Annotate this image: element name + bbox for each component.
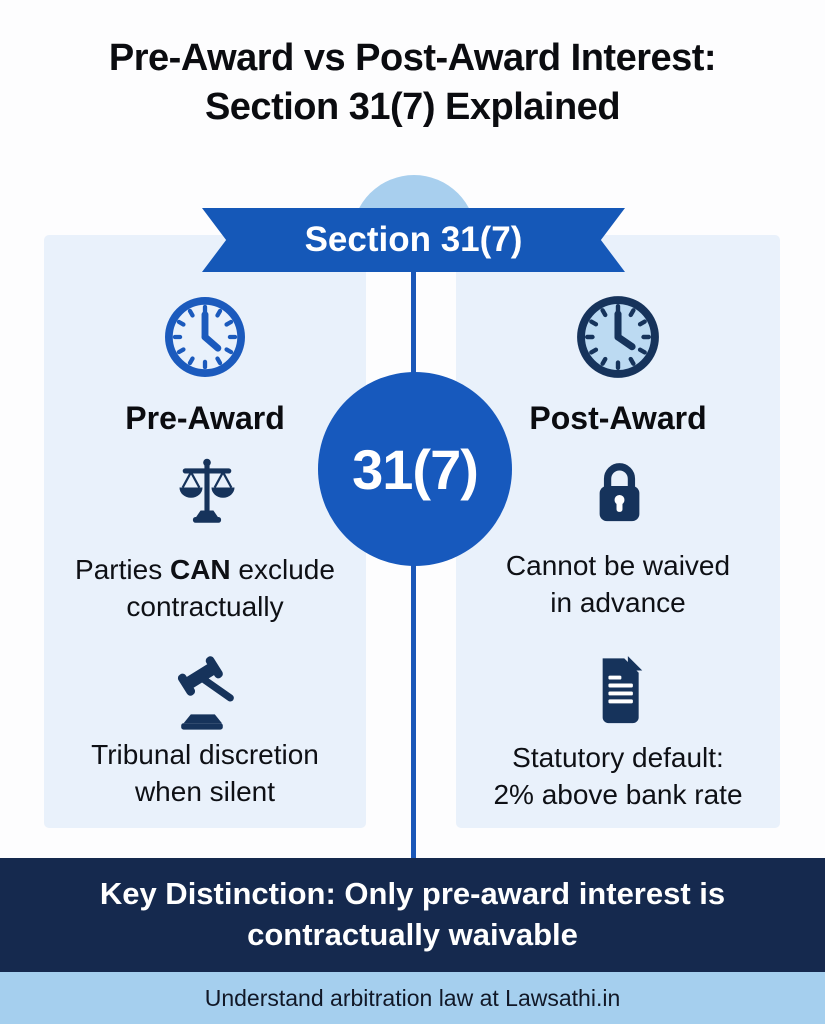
post-award-point-2: Statutory default: 2% above bank rate [428, 740, 808, 814]
padlock-icon [593, 456, 646, 531]
footer-text: Understand arbitration law at Lawsathi.i… [204, 984, 621, 1011]
post-award-heading: Post-Award [438, 400, 798, 437]
key-distinction-line1: Key Distinction: Only pre-award interest… [99, 876, 726, 912]
key-distinction-bar: Key Distinction: Only pre-award interest… [0, 858, 825, 972]
page-title-line1: Pre-Award vs Post-Award Interest: [108, 37, 717, 79]
point-text: Statutory default: [512, 742, 724, 773]
point-text: when silent [134, 775, 276, 807]
clock-icon [574, 293, 662, 386]
pre-award-point-2: Tribunal discretion when silent [15, 737, 395, 811]
section-badge-circle: 31(7) [318, 372, 512, 566]
document-icon [592, 654, 645, 731]
ribbon-label: Section 31(7) [304, 220, 523, 259]
point-text: in advance [550, 586, 686, 618]
page-title-line2: Section 31(7) Explained [204, 86, 621, 129]
page-title: Pre-Award vs Post-Award Interest: Sectio… [0, 34, 825, 133]
post-award-point-1: Cannot be waived in advance [428, 548, 808, 622]
clock-icon [162, 294, 248, 385]
key-distinction-line2: contractually waivable [247, 917, 578, 952]
point-text: Tribunal discretion [91, 739, 319, 770]
point-text: contractually [126, 590, 284, 622]
pre-award-heading-label: Pre-Award [125, 400, 285, 436]
point-text: exclude [230, 554, 335, 585]
gavel-icon [170, 652, 250, 737]
pre-award-heading: Pre-Award [25, 400, 385, 437]
scales-of-justice-icon [175, 456, 239, 533]
point-text: Cannot be waived [505, 550, 731, 581]
post-award-heading-label: Post-Award [529, 400, 707, 436]
section-ribbon-banner: Section 31(7) [202, 208, 625, 272]
point-text-bold: CAN [169, 554, 231, 585]
footer-bar: Understand arbitration law at Lawsathi.i… [0, 972, 825, 1024]
point-text: Parties [75, 554, 170, 585]
point-text: 2% above bank rate [493, 778, 743, 810]
badge-label: 31(7) [352, 437, 479, 501]
pre-award-point-1: Parties CAN exclude contractually [15, 552, 395, 626]
